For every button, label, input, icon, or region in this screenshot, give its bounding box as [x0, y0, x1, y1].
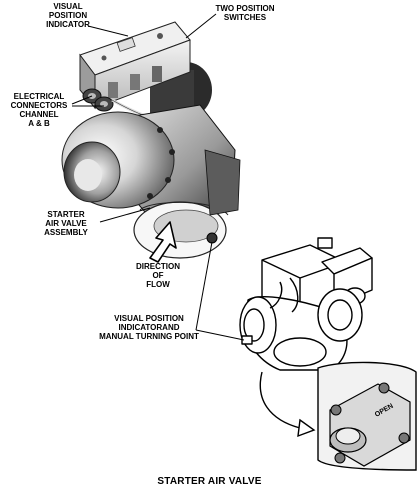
label-electrical-connectors: ELECTRICAL CONNECTORS CHANNEL A & B	[10, 92, 68, 128]
label-direction-of-flow: DIRECTION OF FLOW	[136, 262, 180, 289]
detail-callout	[259, 361, 417, 471]
figure-title: STARTER AIR VALVE	[157, 476, 262, 487]
label-visual-indicator-manual-point: VISUAL POSITION INDICATORAND MANUAL TURN…	[99, 314, 199, 341]
label-visual-position-indicator: VISUAL POSITION INDICATOR	[46, 2, 90, 29]
valve-line-drawing	[239, 237, 373, 371]
label-two-position-switches: TWO POSITION SWITCHES	[215, 4, 275, 22]
leader-lines	[71, 13, 245, 341]
valve-assembly-photo	[61, 21, 241, 259]
label-starter-air-valve-assembly: STARTER AIR VALVE ASSEMBLY	[44, 210, 88, 237]
flow-arrow	[149, 221, 177, 263]
